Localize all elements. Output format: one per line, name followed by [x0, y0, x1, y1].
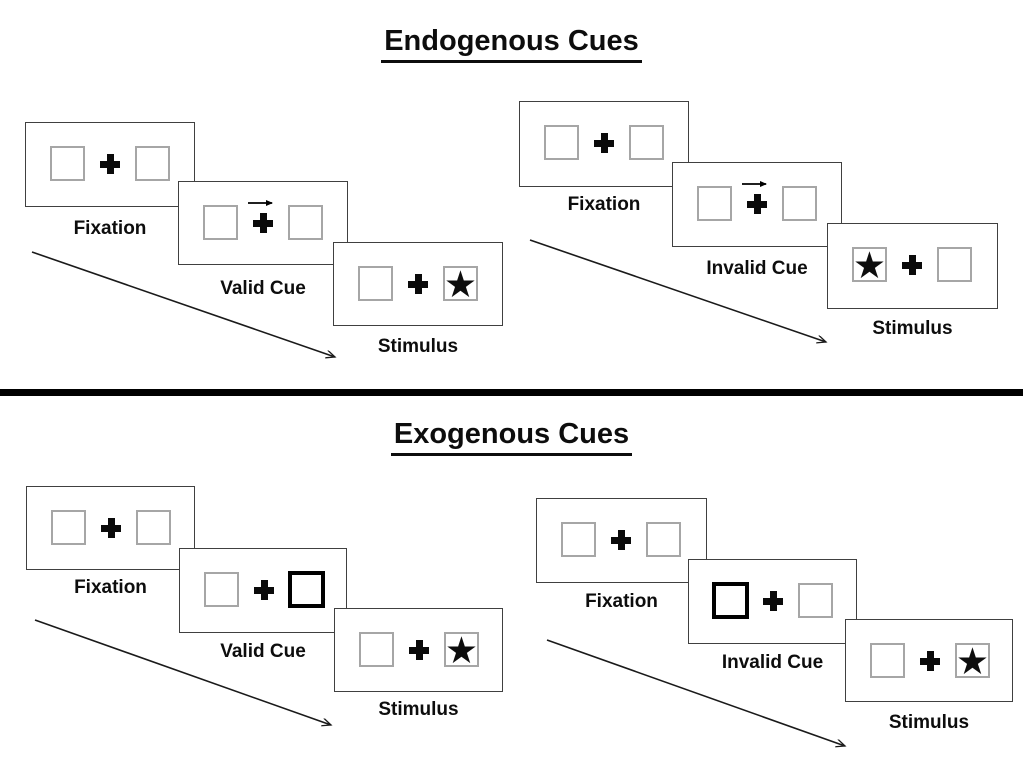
panel-label-stimulus: Stimulus: [888, 712, 970, 733]
left-placeholder-box: [359, 632, 394, 667]
fixation-screen: [26, 486, 195, 570]
cue-screen: [688, 559, 857, 644]
left-placeholder-box: [51, 510, 86, 545]
fixation-cross-icon: [253, 213, 273, 233]
left-placeholder-box: [203, 205, 238, 240]
panel-label-valid-cue: Valid Cue: [220, 278, 306, 299]
fixation-cross-icon: [902, 255, 922, 275]
star-stimulus-icon: ★: [443, 262, 478, 306]
left-placeholder-box: [204, 572, 239, 607]
panel-label-stimulus: Stimulus: [872, 318, 953, 339]
fixation-cross-icon: [100, 154, 120, 174]
right-placeholder-box: [135, 146, 170, 181]
right-stimulus-box: ★: [443, 262, 478, 306]
panel-label-fixation: Fixation: [73, 218, 147, 239]
left-placeholder-box: [50, 146, 85, 181]
cue-screen: [179, 548, 347, 633]
fixation-cross-icon: [409, 640, 429, 660]
right-placeholder-box: [629, 125, 664, 160]
panel-label-fixation: Fixation: [567, 194, 641, 215]
fixation-cross-icon: [254, 580, 274, 600]
left-placeholder-box: [561, 522, 596, 557]
cue-arrow-right-icon: [248, 200, 273, 206]
cue-screen: [672, 162, 842, 247]
left-placeholder-box: [697, 186, 732, 221]
left-stimulus-box: ★: [852, 243, 887, 287]
star-stimulus-icon: ★: [444, 628, 479, 672]
stimulus-screen: ★: [827, 223, 998, 309]
fixation-cross-icon: [747, 194, 767, 214]
star-stimulus-icon: ★: [955, 639, 990, 683]
fixation-cross-icon: [408, 274, 428, 294]
section-title-text: Exogenous Cues: [390, 418, 633, 456]
section-title-endogenous: Endogenous Cues: [0, 25, 1023, 63]
fixation-cross-icon: [763, 591, 783, 611]
fixation-screen: [519, 101, 689, 187]
section-title-exogenous: Exogenous Cues: [0, 418, 1023, 456]
stimulus-screen: ★: [334, 608, 503, 692]
right-placeholder-box: [782, 186, 817, 221]
timeline-arrow: [529, 239, 835, 350]
right-stimulus-box: ★: [444, 628, 479, 672]
panel-label-valid-cue: Valid Cue: [220, 641, 306, 662]
panel-label-invalid-cue: Invalid Cue: [721, 652, 824, 673]
fixation-cross-icon: [594, 133, 614, 153]
panel-label-invalid-cue: Invalid Cue: [706, 258, 808, 279]
stimulus-screen: ★: [333, 242, 503, 326]
panel-label-fixation: Fixation: [74, 577, 147, 598]
fixation-cross-icon: [611, 530, 631, 550]
timeline-arrow: [31, 251, 345, 367]
bold-cue-box-right: [288, 571, 325, 608]
section-title-text: Endogenous Cues: [381, 25, 642, 63]
right-placeholder-box: [646, 522, 681, 557]
timeline-arrow: [34, 619, 340, 734]
fixation-cross-icon: [101, 518, 121, 538]
section-divider-line: [0, 389, 1023, 396]
left-placeholder-box: [358, 266, 393, 301]
cue-screen: [178, 181, 348, 265]
panel-label-fixation: Fixation: [585, 591, 658, 612]
fixation-screen: [25, 122, 195, 207]
panel-label-stimulus: Stimulus: [377, 336, 459, 357]
left-placeholder-box: [544, 125, 579, 160]
fixation-screen: [536, 498, 707, 583]
right-placeholder-box: [937, 247, 972, 282]
right-placeholder-box: [798, 583, 833, 618]
stimulus-screen: ★: [845, 619, 1013, 702]
cue-arrow-right-icon: [742, 181, 767, 187]
fixation-cross-icon: [920, 651, 940, 671]
bold-cue-box-left: [712, 582, 749, 619]
star-stimulus-icon: ★: [852, 243, 887, 287]
timeline-arrow: [546, 639, 854, 754]
right-placeholder-box: [288, 205, 323, 240]
left-placeholder-box: [870, 643, 905, 678]
right-stimulus-box: ★: [955, 639, 990, 683]
panel-label-stimulus: Stimulus: [378, 699, 459, 720]
right-placeholder-box: [136, 510, 171, 545]
